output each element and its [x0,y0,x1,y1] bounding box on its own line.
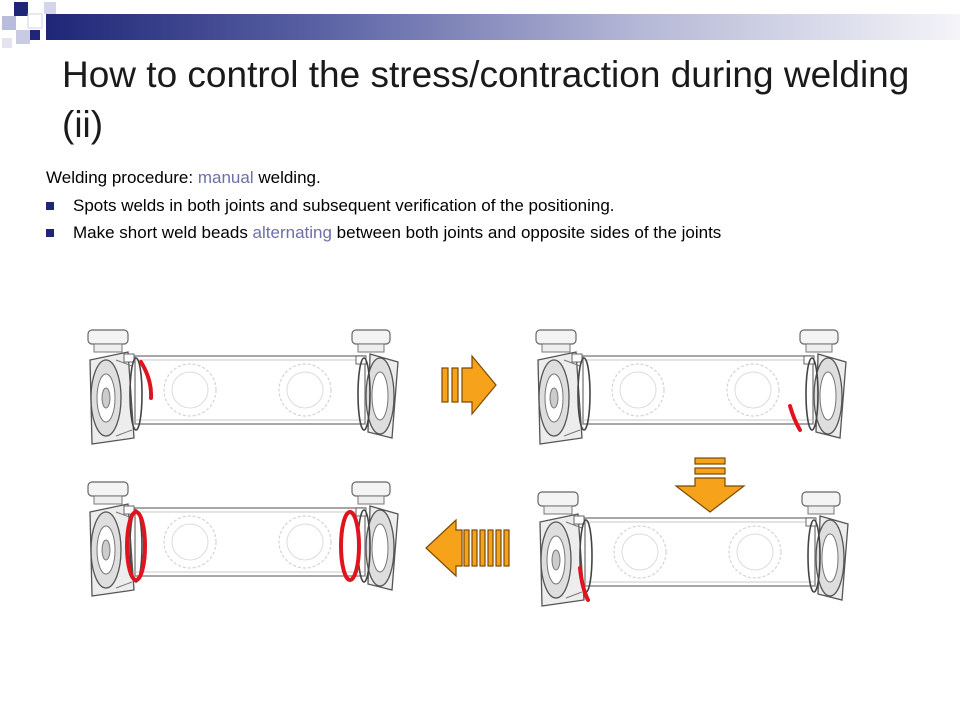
deco-square [16,30,30,44]
intro-text: Welding procedure: [46,168,198,187]
corner-decoration [2,2,56,48]
bullet-accent: alternating [252,223,332,242]
deco-square [44,2,56,14]
assembly-step-2 [535,329,847,445]
weld-bead [139,360,154,400]
intro-text-end: welding. [253,168,321,187]
square-bullet-icon [46,202,54,210]
intro-accent: manual [197,168,254,187]
weld-bead [788,404,802,432]
bullet-item: Make short weld beads alternating betwee… [46,221,886,245]
title-bar [46,14,960,40]
deco-square [14,2,28,16]
intro-line: Welding procedure: manual welding. [46,166,886,190]
bullet-text: Spots welds in both joints and subsequen… [73,196,615,215]
page-title: How to control the stress/contraction du… [62,54,910,145]
slide-body: Welding procedure: manual welding. Spots… [46,166,886,245]
bullet-text-end: between both joints and opposite sides o… [331,223,722,242]
block-arrow-icon [674,457,746,513]
weld-ring [125,510,147,582]
assembly-step-3 [537,491,849,607]
assembly-step-4 [87,481,399,597]
bullet-text: Make short weld beads [73,223,253,242]
block-arrow-icon [425,518,510,578]
deco-square [27,13,43,29]
assembly-step-1 [87,329,399,445]
deco-square [2,16,16,30]
weld-bead [578,566,590,602]
square-bullet-icon [46,229,54,237]
bullet-item: Spots welds in both joints and subsequen… [46,194,886,218]
bullet-list: Spots welds in both joints and subsequen… [46,194,886,245]
block-arrow-icon [441,354,497,416]
weld-ring [339,510,361,582]
deco-square [30,30,40,40]
deco-square [2,38,12,48]
